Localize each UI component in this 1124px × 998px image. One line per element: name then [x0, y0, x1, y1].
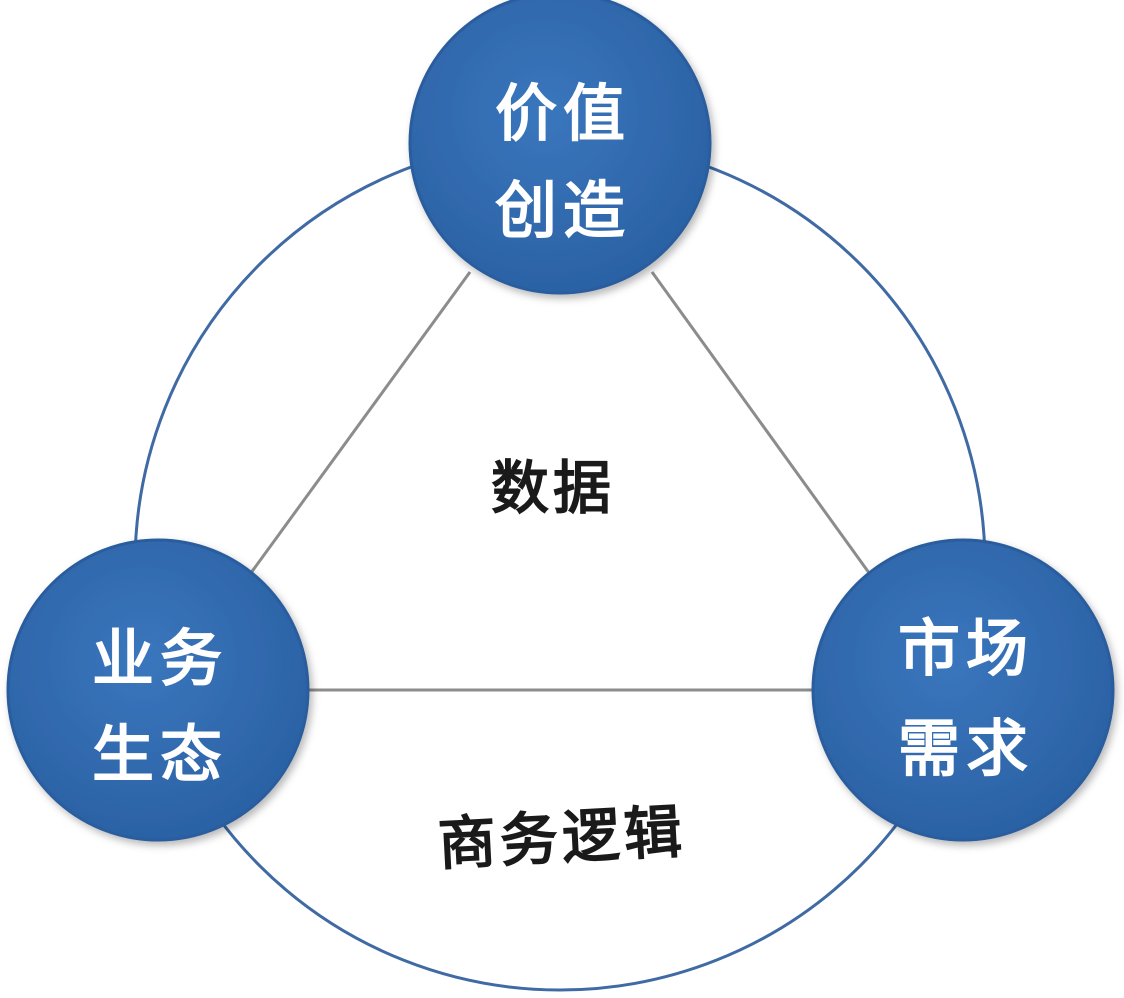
bottom-label: 商务逻辑: [436, 798, 687, 879]
edge-top-left: [246, 271, 472, 578]
edge-top-right: [650, 271, 874, 578]
node-top-circle: [408, 0, 712, 295]
node-right: 市场 需求: [811, 538, 1115, 842]
node-left-line2: 生态: [92, 718, 228, 791]
node-top: 价值 创造: [408, 0, 712, 295]
node-right-line1: 市场: [898, 612, 1034, 685]
node-right-circle: [811, 538, 1115, 842]
node-top-line2: 创造: [495, 174, 631, 247]
node-right-line2: 需求: [898, 712, 1034, 785]
center-label: 数据: [491, 454, 615, 522]
node-left: 业务 生态: [6, 538, 310, 842]
node-left-circle: [6, 538, 310, 842]
node-top-line1: 价值: [495, 77, 631, 150]
node-left-line1: 业务: [92, 622, 228, 695]
